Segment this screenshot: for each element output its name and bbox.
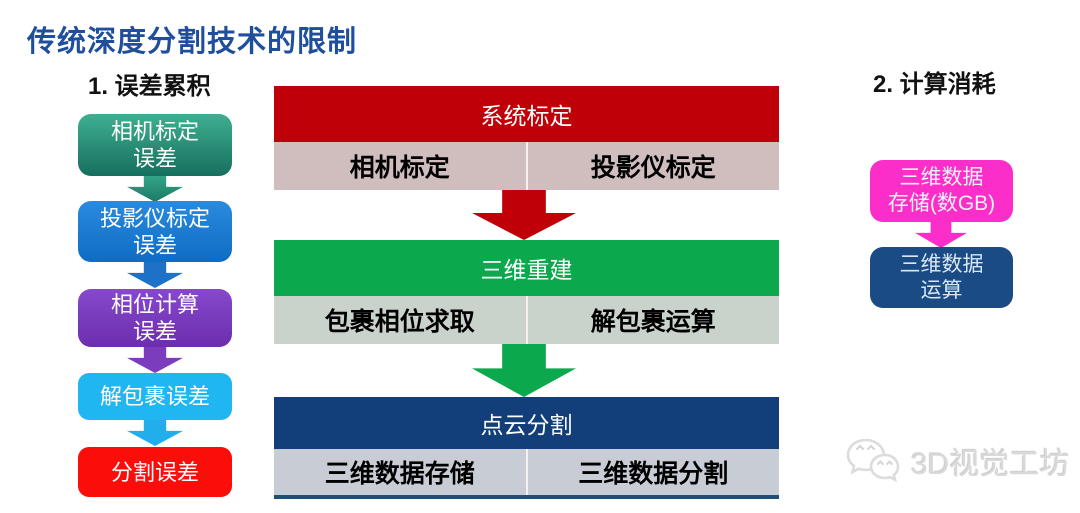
error-box-line1: 相位计算 <box>110 292 199 317</box>
cell-divider <box>525 296 528 344</box>
error-box-unwrapping: 解包裹误差 <box>78 373 232 420</box>
watermark: 3D视觉工坊 <box>845 436 1069 486</box>
compute-box-3d-computation: 三维数据 运算 <box>870 247 1013 308</box>
cell-divider <box>525 449 528 495</box>
wechat-bubbles-icon <box>845 436 903 486</box>
down-arrow-teal-icon <box>127 176 183 202</box>
down-arrow-cyan-icon <box>127 420 183 446</box>
stage-cell: 投影仪标定 <box>590 154 716 182</box>
stage-header-label: 点云分割 <box>480 412 573 438</box>
down-arrow-magenta-icon <box>915 222 967 248</box>
stage-header-label: 三维重建 <box>480 257 573 283</box>
down-arrow-purple-icon <box>127 347 183 373</box>
stage-header-3d-reconstruction: 三维重建 <box>274 240 779 296</box>
down-arrow-blue-icon <box>127 262 183 288</box>
down-arrow-red-icon <box>472 190 576 240</box>
stage-header-pointcloud-segmentation: 点云分割 <box>274 397 779 449</box>
watermark-text: 3D视觉工坊 <box>911 448 1070 481</box>
compute-box-line2: 运算 <box>920 278 963 302</box>
compute-box-line2: 存储(数GB) <box>887 192 996 215</box>
compute-cost-heading: 2. 计算消耗 <box>873 71 996 98</box>
compute-box-line1: 三维数据 <box>899 166 984 189</box>
error-box-line1: 投影仪标定 <box>99 205 210 231</box>
error-accumulation-heading: 1. 误差累积 <box>88 73 211 100</box>
stage-cell: 解包裹运算 <box>590 308 716 336</box>
cell-divider <box>525 142 528 190</box>
error-box-phase-computation: 相位计算 误差 <box>78 289 232 347</box>
down-arrow-green-icon <box>472 344 576 397</box>
error-box-camera-calibration: 相机标定 误差 <box>78 114 232 176</box>
error-box-segmentation: 分割误差 <box>78 447 232 497</box>
error-box-line2: 误差 <box>132 232 177 258</box>
stage-cell: 三维数据分割 <box>578 460 729 488</box>
error-box-line2: 误差 <box>132 146 177 171</box>
stage-subbar-pointcloud-segmentation: 三维数据存储 三维数据分割 <box>274 449 779 495</box>
error-box-line2: 误差 <box>132 319 177 344</box>
error-box-projector-calibration: 投影仪标定 误差 <box>78 201 232 262</box>
stage-header-label: 系统标定 <box>480 103 573 129</box>
error-box-line1: 相机标定 <box>110 119 199 144</box>
stage-bottom-rule <box>274 495 779 499</box>
stage-subbar-3d-reconstruction: 包裹相位求取 解包裹运算 <box>274 296 779 344</box>
stage-subbar-system-calibration: 相机标定 投影仪标定 <box>274 142 779 190</box>
error-box-line1: 解包裹误差 <box>99 384 210 409</box>
error-box-line1: 分割误差 <box>110 459 199 485</box>
stage-cell: 三维数据存储 <box>324 460 475 488</box>
stage-header-system-calibration: 系统标定 <box>274 86 779 142</box>
compute-box-3d-storage: 三维数据 存储(数GB) <box>870 160 1013 222</box>
stage-cell: 包裹相位求取 <box>324 308 475 336</box>
compute-box-line1: 三维数据 <box>899 252 984 276</box>
page-title: 传统深度分割技术的限制 <box>27 26 358 58</box>
stage-cell: 相机标定 <box>349 154 450 182</box>
